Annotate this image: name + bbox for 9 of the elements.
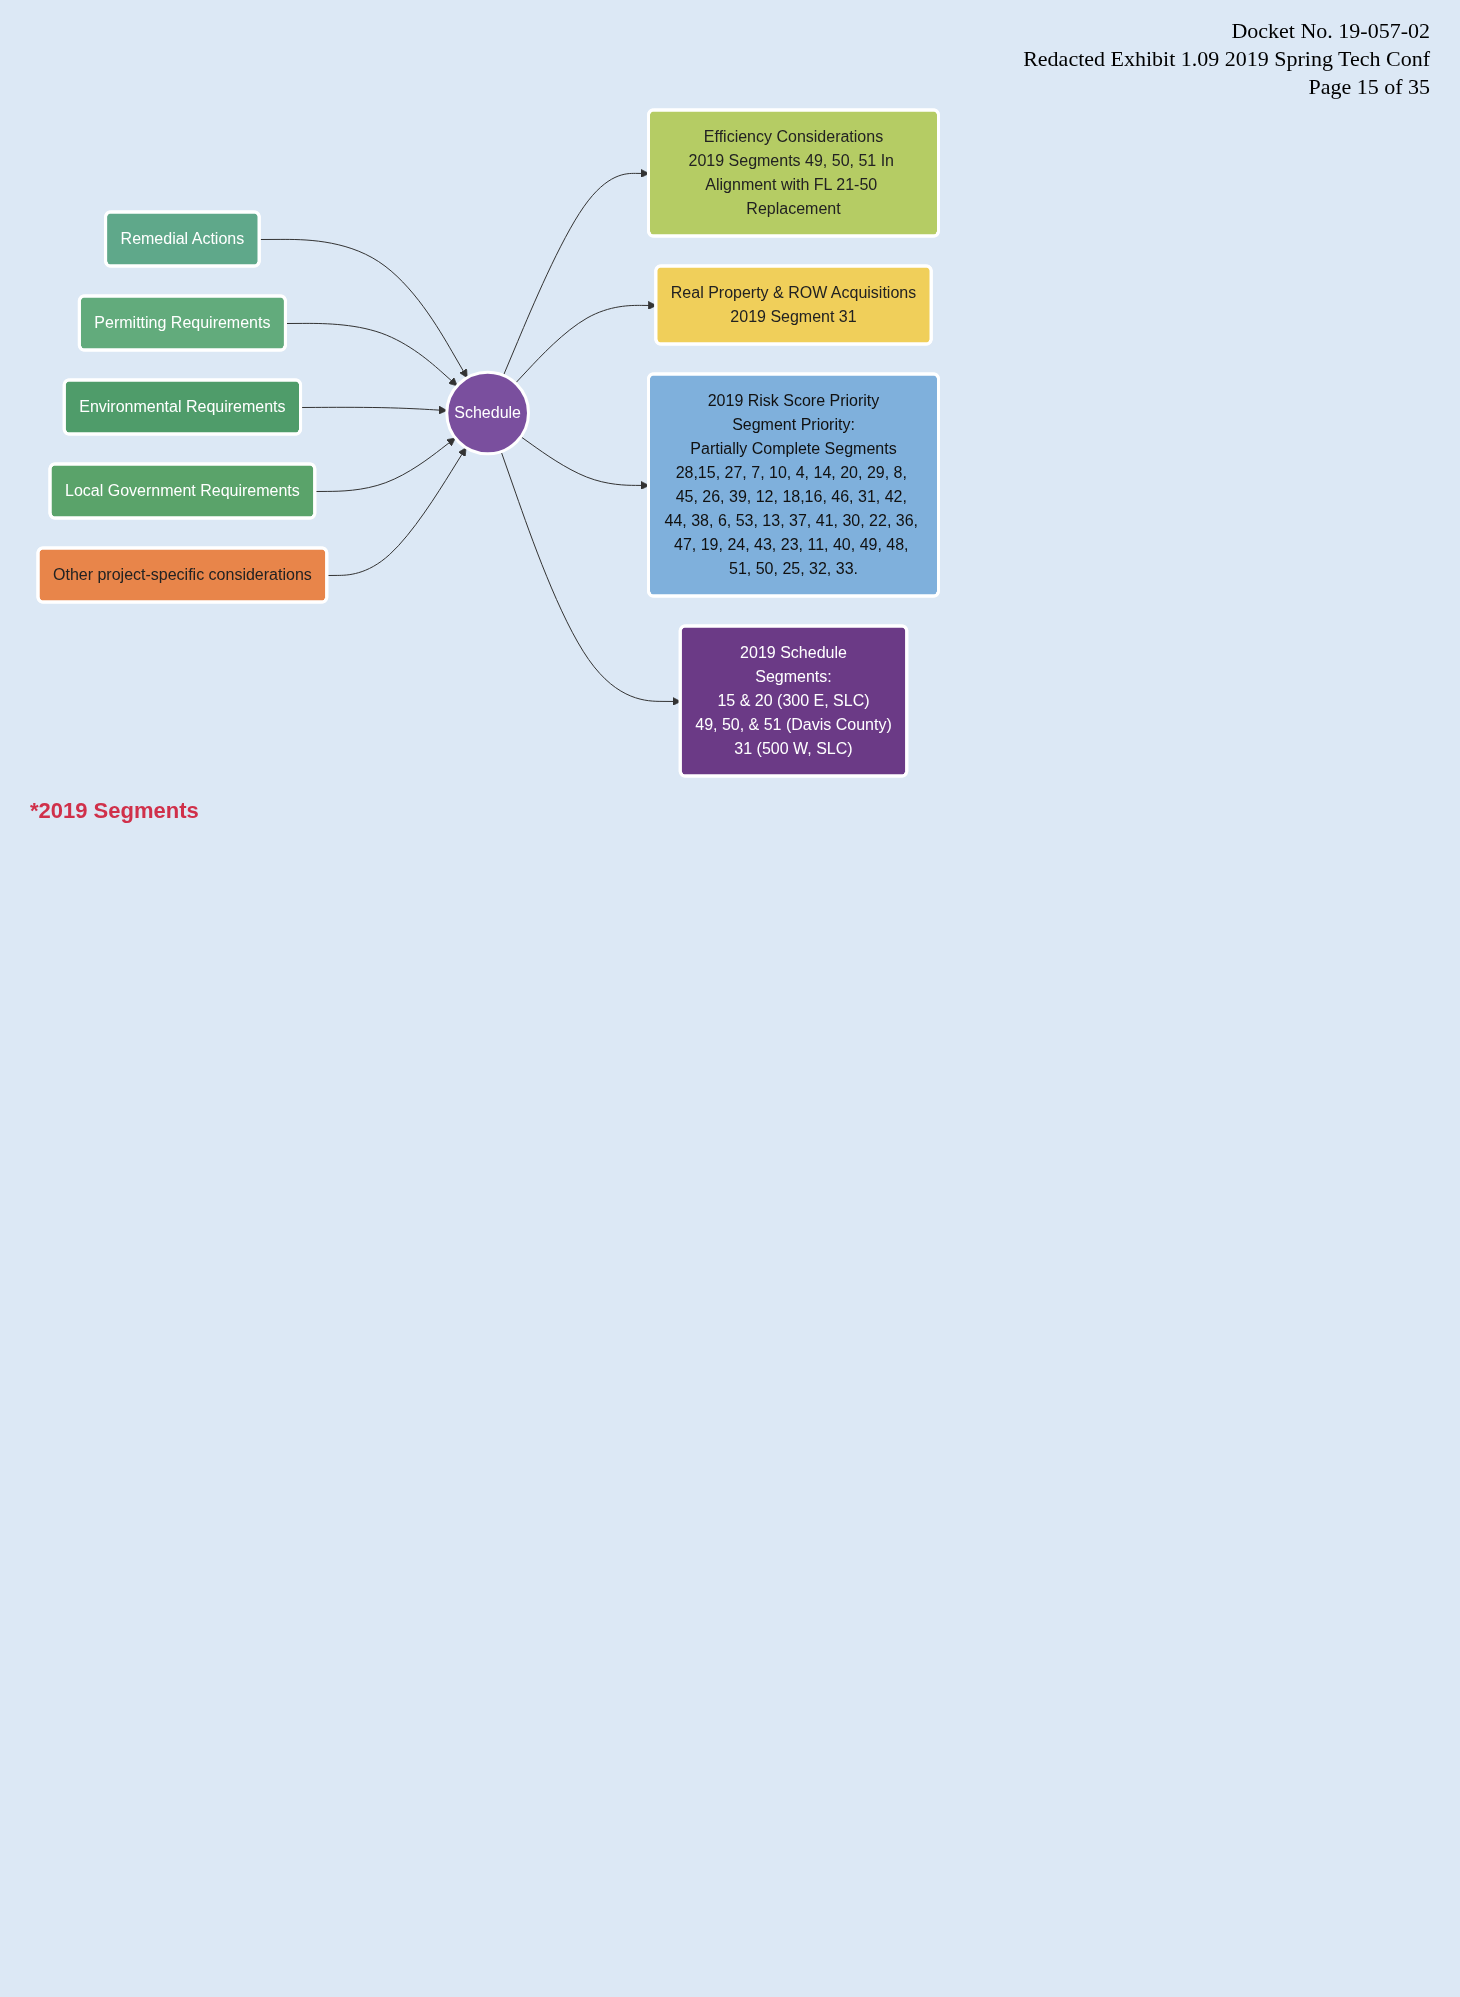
arrow — [326, 447, 467, 576]
header-text: Redacted Exhibit 1.09 2019 Spring Tech Conf — [1022, 46, 1430, 72]
arrow — [259, 238, 468, 379]
arrow — [285, 322, 458, 387]
header-text: Docket No. 19-057-02 — [1230, 18, 1430, 44]
header-text: Page 15 of 35 — [1307, 74, 1430, 100]
node-circle: Schedule — [445, 370, 530, 456]
arrow — [314, 437, 456, 492]
note-text: *2019 Segments — [30, 798, 200, 824]
